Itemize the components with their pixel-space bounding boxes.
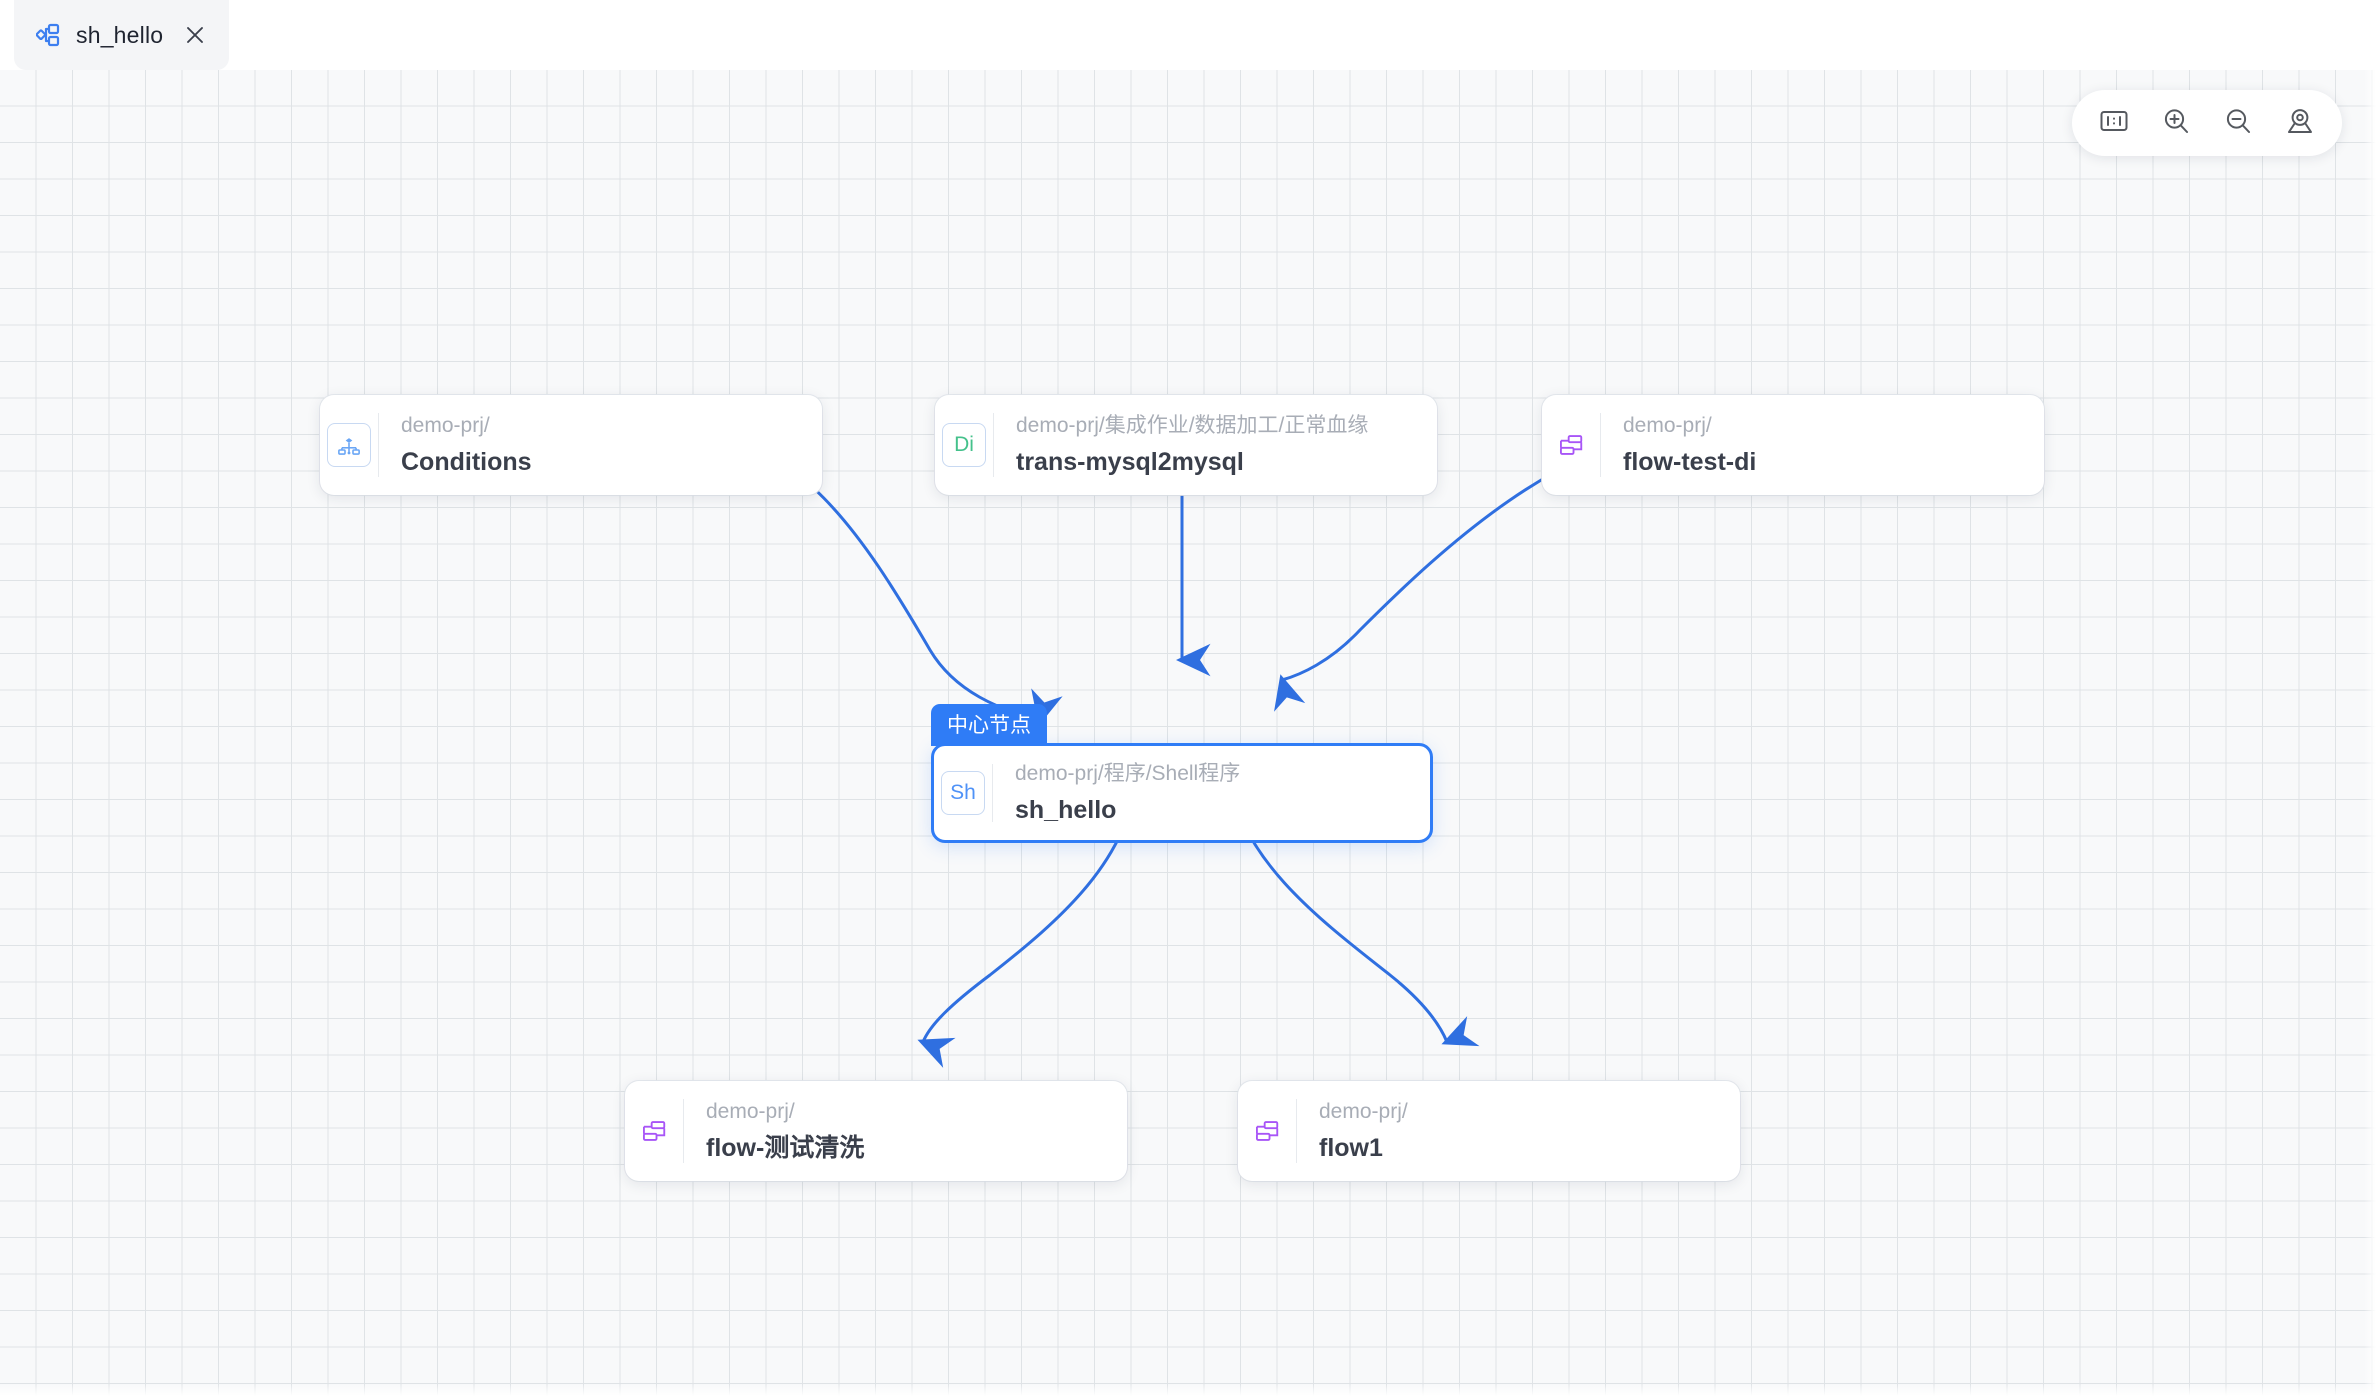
center-node-badge: 中心节点 xyxy=(931,704,1047,746)
lineage-graph-icon xyxy=(35,22,62,48)
lineage-node-flow-cleanse[interactable]: demo-prj/flow-测试清洗 xyxy=(625,1081,1127,1181)
canvas-toolbar xyxy=(2072,90,2342,156)
lineage-node-flow1[interactable]: demo-prj/flow1 xyxy=(1238,1081,1740,1181)
node-title: Conditions xyxy=(401,448,532,477)
node-divider xyxy=(1600,413,1601,477)
zoom-out-icon xyxy=(2223,106,2253,141)
lineage-node-flow-test-di[interactable]: demo-prj/flow-test-di xyxy=(1542,395,2044,495)
workflow-icon xyxy=(1245,1109,1289,1153)
node-title: flow-test-di xyxy=(1623,448,1757,477)
close-icon[interactable] xyxy=(183,23,207,47)
node-divider xyxy=(992,764,993,822)
zoom-in-button[interactable] xyxy=(2150,97,2202,149)
tab-sh-hello[interactable]: sh_hello xyxy=(14,0,230,70)
node-path: demo-prj/ xyxy=(706,1100,795,1124)
tab-bar: sh_hello xyxy=(0,0,2378,70)
workflow-icon xyxy=(632,1109,676,1153)
node-text: demo-prj/flow-测试清洗 xyxy=(684,1097,886,1165)
di-task-icon: Di xyxy=(942,423,986,467)
node-text: demo-prj/Conditions xyxy=(379,411,554,479)
lineage-node-conditions[interactable]: demo-prj/Conditions xyxy=(320,395,822,495)
edge-layer xyxy=(681,424,1689,1068)
zoom-out-button[interactable] xyxy=(2212,97,2264,149)
lineage-node-trans-mysql2mysql[interactable]: Di demo-prj/集成作业/数据加工/正常血缘 trans-mysql2mys… xyxy=(935,395,1437,495)
node-path: demo-prj/ xyxy=(1319,1100,1408,1124)
node-title: flow-测试清洗 xyxy=(706,1134,865,1163)
node-icon-wrap xyxy=(1542,423,1600,467)
node-divider xyxy=(993,413,994,477)
node-divider xyxy=(378,413,379,477)
node-icon-wrap: Di xyxy=(935,423,993,467)
node-title: flow1 xyxy=(1319,1134,1383,1163)
zoom-in-icon xyxy=(2161,106,2191,141)
node-icon-wrap: Sh xyxy=(934,771,992,815)
node-divider xyxy=(1296,1099,1297,1163)
node-title: trans-mysql2mysql xyxy=(1016,448,1244,477)
node-icon-wrap xyxy=(320,423,378,467)
node-title: sh_hello xyxy=(1015,796,1117,825)
node-path: demo-prj/程序/Shell程序 xyxy=(1015,762,1241,786)
node-text: demo-prj/程序/Shell程序 sh_hello xyxy=(993,759,1262,827)
shell-task-icon: Sh xyxy=(941,771,985,815)
node-divider xyxy=(683,1099,684,1163)
lineage-node-sh_hello[interactable]: 中心节点 Sh demo-prj/程序/Shell程序 sh_hello xyxy=(931,704,1433,843)
node-path: demo-prj/集成作业/数据加工/正常血缘 xyxy=(1016,414,1369,438)
workflow-icon xyxy=(1549,423,1593,467)
tab-label: sh_hello xyxy=(76,21,164,48)
node-path: demo-prj/ xyxy=(1623,414,1712,438)
node-icon-wrap xyxy=(625,1109,683,1153)
node-path: demo-prj/ xyxy=(401,414,490,438)
locate-center-node-button[interactable] xyxy=(2274,97,2326,149)
node-text: demo-prj/flow-test-di xyxy=(1601,411,1778,479)
node-text: demo-prj/flow1 xyxy=(1297,1097,1430,1165)
map-pin-locate-icon xyxy=(2285,106,2315,141)
node-icon-wrap xyxy=(1238,1109,1296,1153)
condition-branch-icon xyxy=(327,423,371,467)
node-text: demo-prj/集成作业/数据加工/正常血缘 trans-mysql2mysql xyxy=(994,411,1390,479)
one-to-one-icon xyxy=(2099,106,2129,141)
fit-actual-size-button[interactable] xyxy=(2088,97,2140,149)
